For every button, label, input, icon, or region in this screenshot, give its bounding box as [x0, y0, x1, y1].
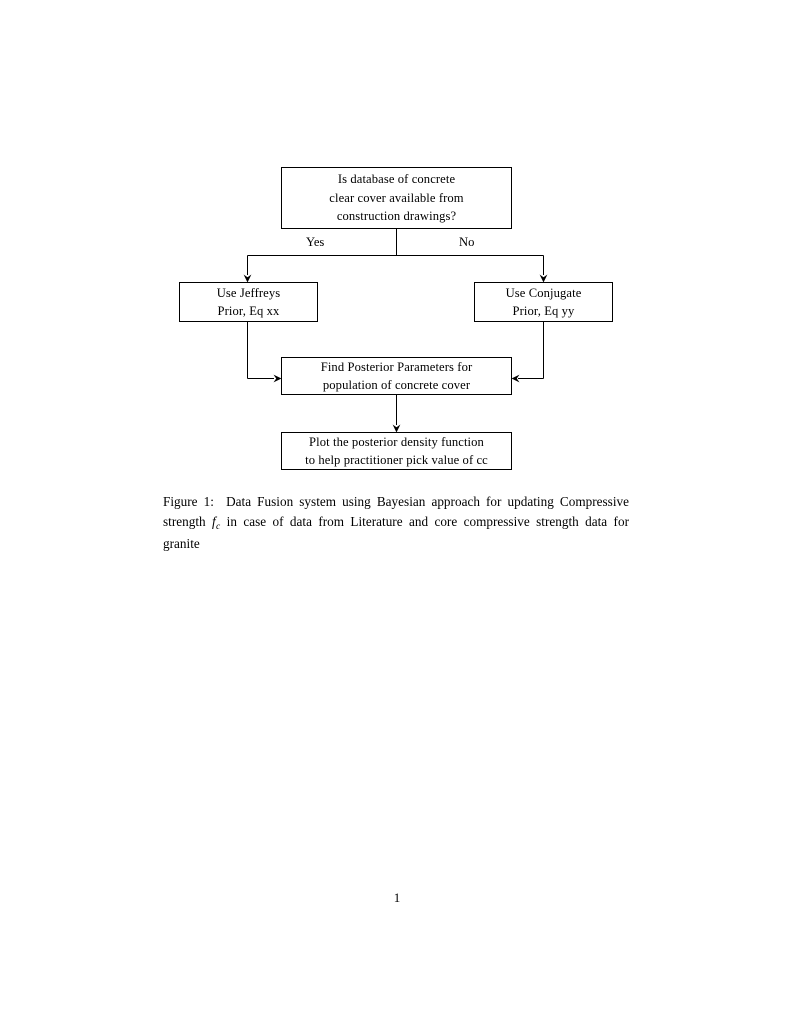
figure-caption-math-f: f: [212, 514, 216, 530]
posterior-parameters-node-line-2: population of concrete cover: [322, 378, 471, 392]
branch-label-no: No: [459, 235, 475, 249]
conjugate-prior-node-line-1: Use Conjugate: [505, 285, 582, 300]
figure-caption-text-part1: Data Fusion system using Bayesian approa…: [163, 494, 629, 530]
branch-label-yes: Yes: [306, 235, 325, 249]
flowchart-figure: Is database of concrete clear cover avai…: [0, 0, 794, 490]
figure-caption-math-subscript: c: [216, 521, 221, 532]
figure-caption: Figure 1: Data Fusion system using Bayes…: [163, 492, 629, 554]
decision-node-line-2: clear cover available from: [329, 190, 464, 205]
decision-node-line-3: construction drawings?: [336, 209, 457, 224]
conjugate-prior-node: Use Conjugate Prior, Eq yy: [474, 282, 613, 322]
conjugate-prior-node-line-2: Prior, Eq yy: [512, 304, 575, 318]
figure-caption-label: Figure 1:: [163, 494, 214, 509]
page-number: 1: [393, 890, 401, 905]
figure-caption-gap: [214, 494, 226, 509]
jeffreys-prior-node-line-1: Use Jeffreys: [216, 285, 281, 300]
posterior-parameters-node: Find Posterior Parameters for population…: [281, 357, 512, 395]
decision-node: Is database of concrete clear cover avai…: [281, 167, 512, 229]
plot-density-node-line-1: Plot the posterior density function: [309, 434, 484, 449]
arrowheads: [243, 274, 548, 433]
plot-density-node-line-2: to help practitioner pick value of cc: [305, 453, 488, 467]
jeffreys-prior-node: Use Jeffreys Prior, Eq xx: [179, 282, 318, 322]
posterior-parameters-node-line-1: Find Posterior Parameters for: [320, 359, 473, 374]
figure-caption-text-part2: in case of data from Literature and core…: [163, 514, 629, 551]
decision-node-line-1: Is database of concrete: [337, 172, 456, 187]
flowchart-connectors: [243, 229, 548, 433]
plot-density-node: Plot the posterior density function to h…: [281, 432, 512, 470]
jeffreys-prior-node-line-2: Prior, Eq xx: [217, 304, 280, 318]
